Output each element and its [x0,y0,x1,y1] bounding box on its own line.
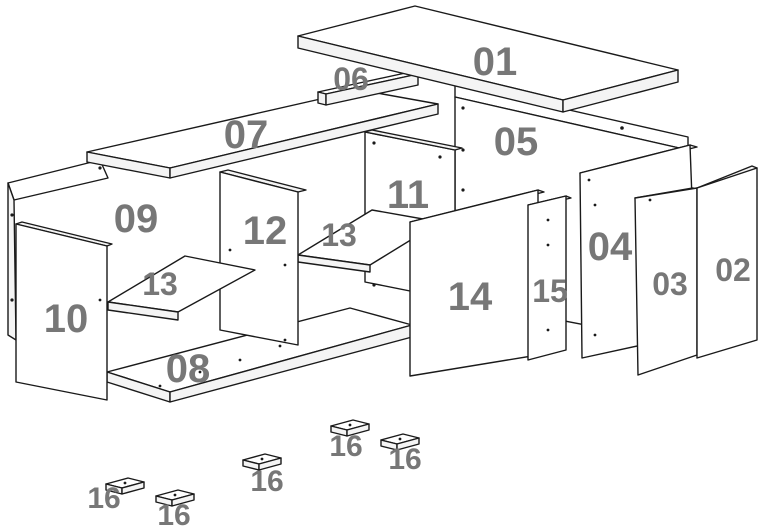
part-16-foot [155,489,195,507]
label-part-10: 10 [44,297,89,341]
label-part-03: 03 [652,266,688,302]
part-16-foot [242,453,282,471]
label-part-01: 01 [473,40,518,84]
part-16-foot [105,477,145,495]
part-13-left-shelf [107,255,256,321]
label-part-14: 14 [448,275,493,319]
label-part-16: 16 [329,430,362,463]
part-09-left-side [7,159,109,341]
part-15-narrow-panel [527,195,572,361]
label-part-09: 09 [114,197,159,241]
label-part-16: 16 [157,499,190,528]
part-12-inner-partition [219,169,307,346]
label-part-05: 05 [494,120,539,164]
label-part-16: 16 [250,465,283,498]
part-02-door [696,165,758,359]
label-part-08: 08 [166,347,211,391]
label-part-13: 13 [321,217,357,253]
part-06-back-rail [317,71,419,106]
label-part-15: 15 [532,273,568,309]
label-part-04: 04 [588,225,633,269]
label-part-12: 12 [243,209,288,253]
label-part-13: 13 [142,266,178,302]
part-13-right-shelf [297,209,441,273]
label-part-07: 07 [224,113,269,157]
part-01-top-panel [297,5,679,113]
label-part-16: 16 [87,482,120,515]
label-part-11: 11 [387,173,429,217]
part-16-foot [330,419,370,437]
label-part-06: 06 [333,61,369,97]
part-14-middle-door [409,189,545,377]
part-16-foot [380,433,420,451]
label-part-02: 02 [715,252,751,288]
label-part-16: 16 [388,443,421,476]
part-10-left-door [15,221,113,401]
part-07-top-shelf [86,89,439,179]
